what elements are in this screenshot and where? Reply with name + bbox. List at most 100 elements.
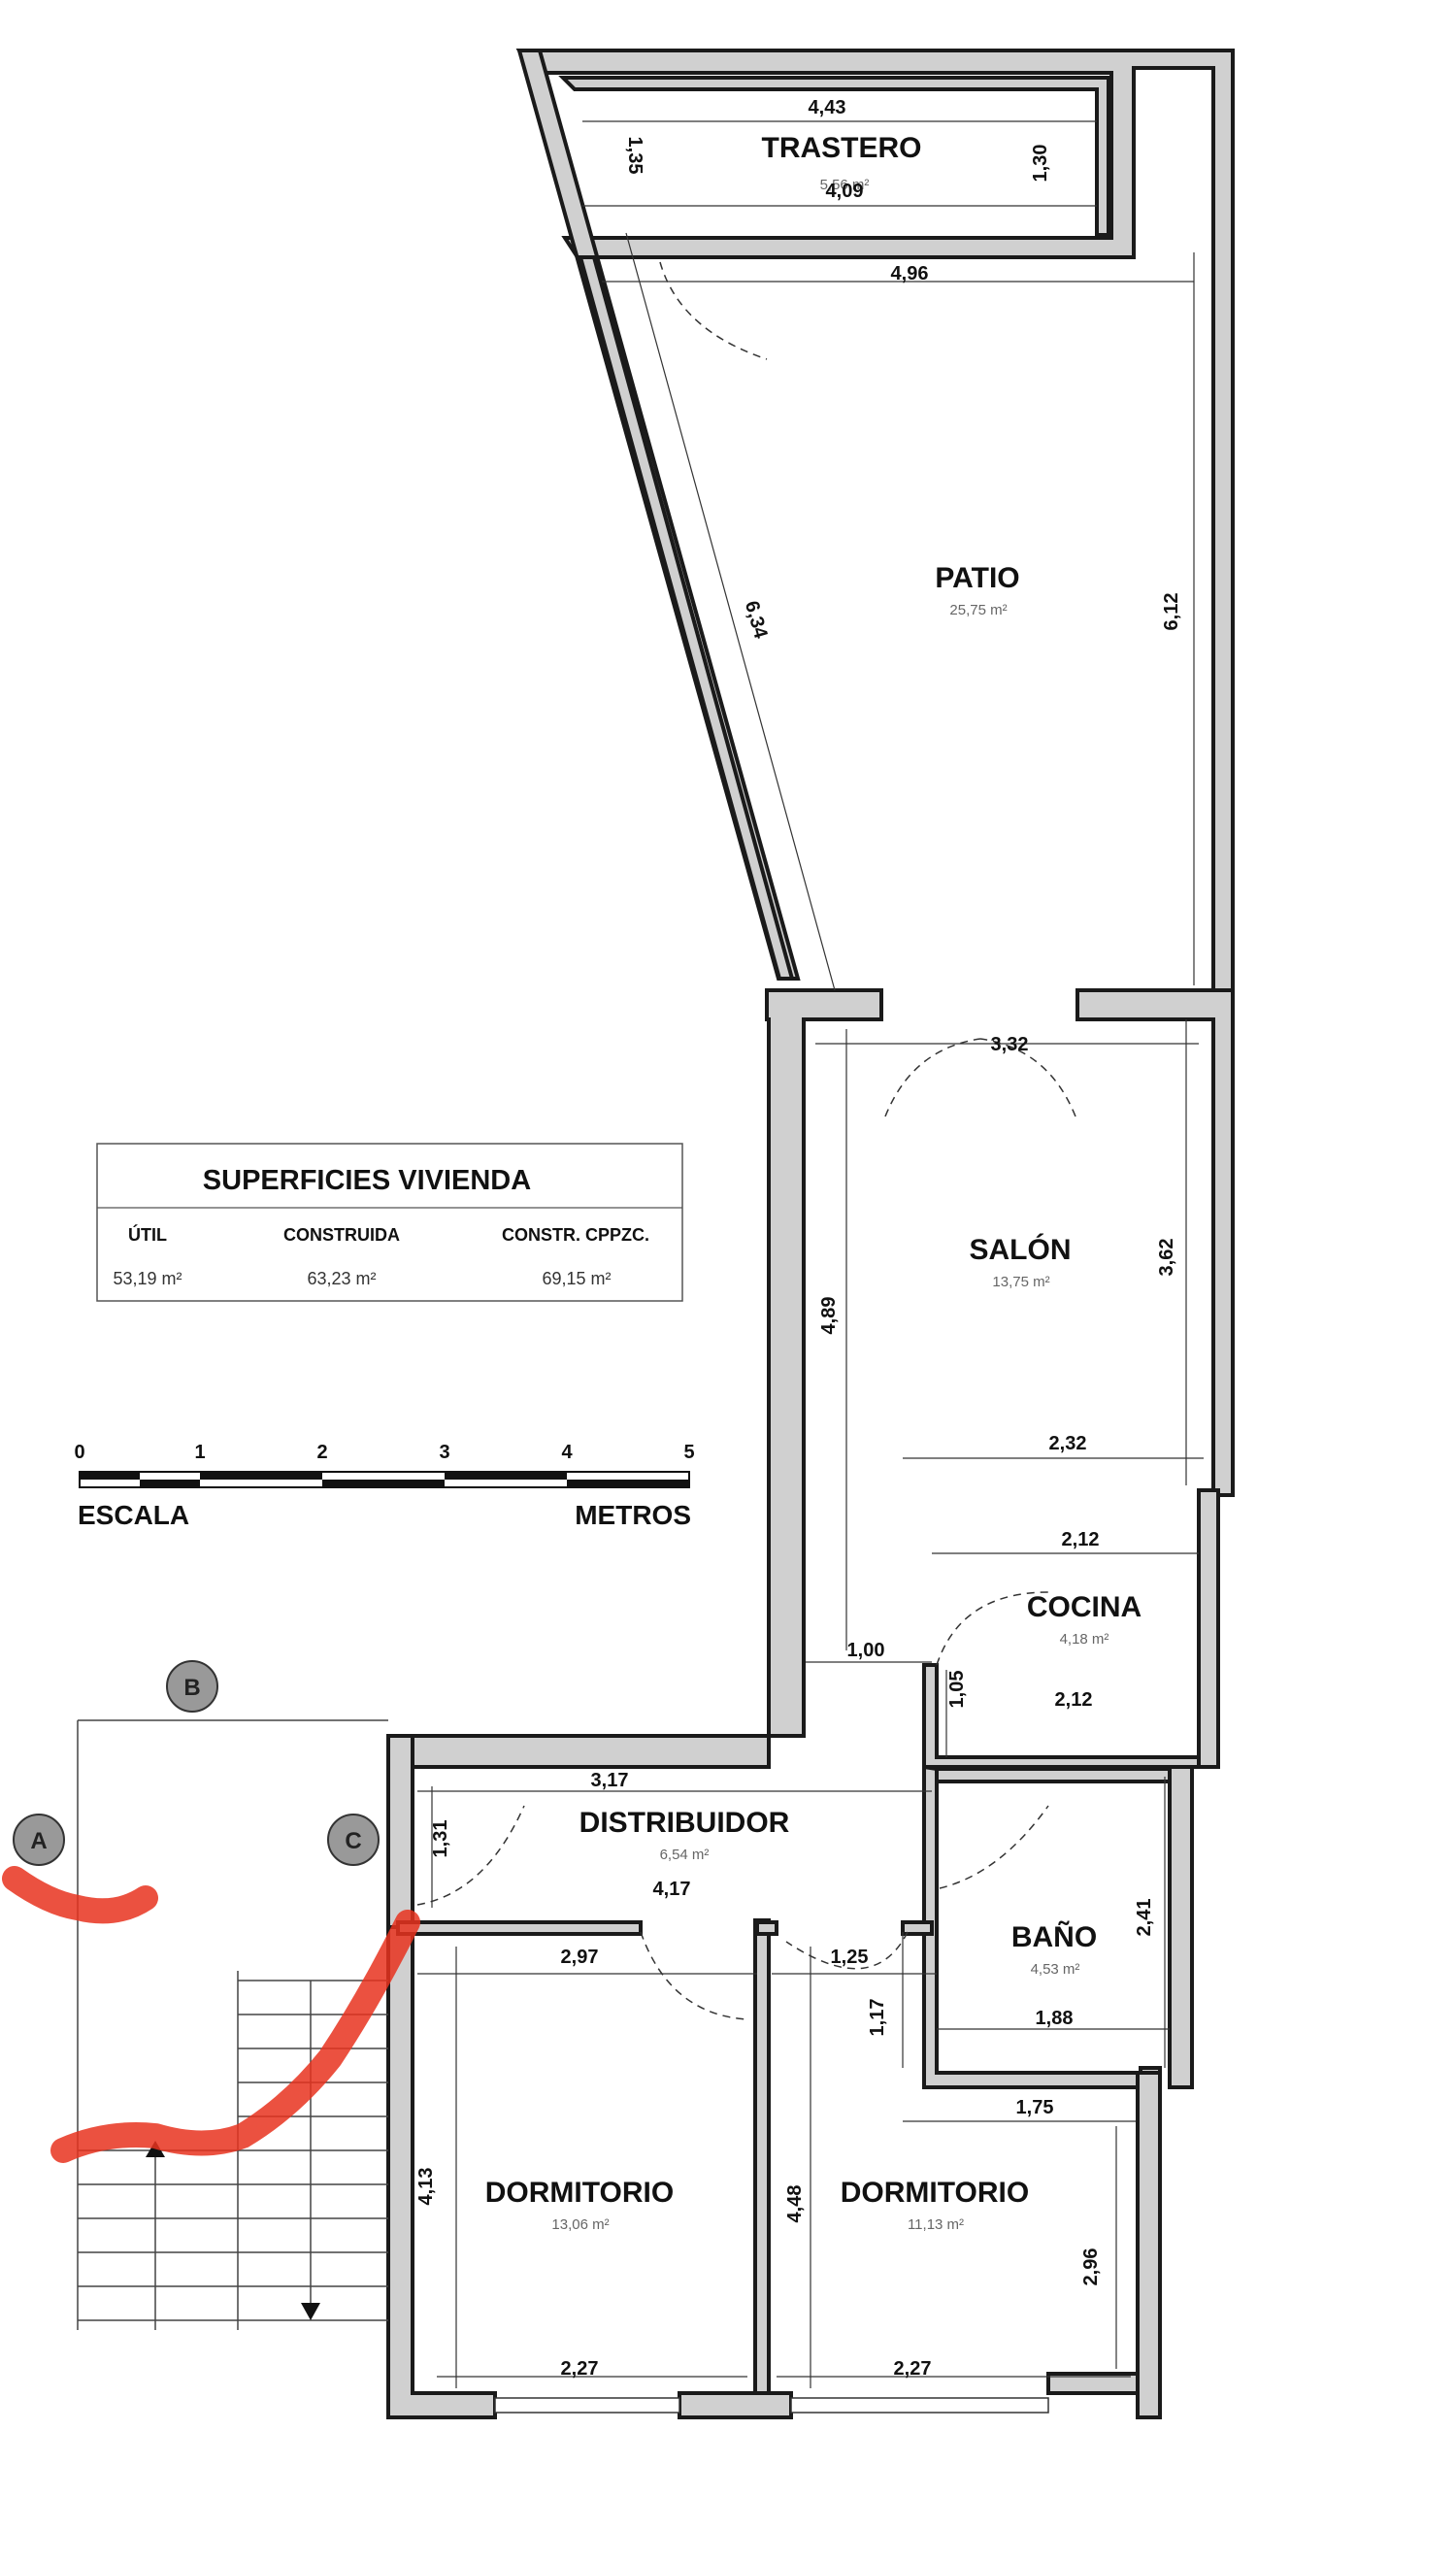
room-dormitorio-1-area: 13,06 m²	[551, 2216, 609, 2233]
room-dormitorio-2-name: DORMITORIO	[841, 2177, 1029, 2209]
wall-patio-west-inner	[578, 255, 795, 981]
scale-tick: 0	[74, 1442, 84, 1463]
dim-label: 4,89	[818, 1297, 840, 1335]
marker-c-label: C	[345, 1828, 361, 1854]
marker-c-circle	[327, 1814, 380, 1866]
scale-left-label: ESCALA	[78, 1500, 189, 1530]
marker-a-label: A	[30, 1828, 47, 1854]
dim-label: 1,25	[831, 1947, 869, 1968]
door-dormitorio-2	[785, 1931, 909, 1970]
walls	[386, 49, 1235, 2419]
door-dormitorio-1	[640, 1931, 748, 2020]
dim-label: 2,27	[894, 2358, 932, 2380]
room-cocina-name: COCINA	[1027, 1591, 1142, 1623]
marker-b-label: B	[183, 1675, 200, 1701]
scale-right-label: METROS	[575, 1500, 691, 1530]
room-salon-name: SALÓN	[970, 1233, 1072, 1266]
wall-bath-east	[1168, 1760, 1194, 2089]
door-salon-right	[979, 1038, 1076, 1117]
dim-label: 2,96	[1080, 2248, 1102, 2286]
marker-a-circle	[13, 1814, 65, 1866]
dim-label: 2,97	[561, 1947, 599, 1968]
scale-tick: 1	[194, 1442, 205, 1463]
room-cocina-area: 4,18 m²	[1060, 1631, 1109, 1648]
surfaces-value: 69,15 m²	[542, 1269, 611, 1288]
dim-label: 1,00	[847, 1640, 885, 1661]
wall-bath-north	[923, 1765, 1172, 1783]
wall-dormitorio-east	[1136, 2071, 1162, 2419]
dim-label: 1,31	[430, 1820, 451, 1858]
scale-bar: 0 1 2 3 4 5 ESCALA METROS	[74, 1442, 694, 1530]
dim-label: 2,32	[1049, 1433, 1087, 1454]
dim-label: 1,35	[624, 137, 645, 175]
dim-label: 1,75	[1016, 2097, 1054, 2118]
wall-dormitorio-north	[396, 1920, 643, 1936]
dim-label: 6,34	[741, 599, 772, 642]
surfaces-header: CONSTR. CPPZC.	[502, 1225, 649, 1245]
marker-b-circle	[166, 1660, 218, 1713]
surfaces-table: SUPERFICIES VIVIENDA ÚTIL CONSTRUIDA CON…	[96, 1143, 683, 1302]
wall-trastero-inner	[558, 76, 1110, 237]
dimension-lines	[417, 120, 1204, 2388]
room-labels: TRASTERO 5,56 m² PATIO 25,75 m² SALÓN 13…	[485, 132, 1142, 2233]
dim-label: 1,88	[1036, 2008, 1074, 2029]
wall-north	[515, 49, 1235, 994]
door-salon-left	[884, 1038, 981, 1117]
wall-dormitorio-divider	[753, 1918, 771, 2395]
dim-label: 4,43	[809, 97, 846, 118]
dim-label: 2,12	[1062, 1529, 1100, 1550]
markers: B A C	[13, 1660, 380, 1866]
dim-label: 1,30	[1030, 145, 1051, 183]
window-dormitorio-2	[790, 2397, 1049, 2414]
room-bano-area: 4,53 m²	[1031, 1961, 1080, 1978]
dim-label: 6,12	[1161, 593, 1182, 631]
room-trastero-name: TRASTERO	[762, 132, 922, 164]
room-distribuidor-name: DISTRIBUIDOR	[579, 1807, 790, 1839]
scale-tick: 2	[316, 1442, 327, 1463]
wall-distribuidor-west	[386, 1734, 414, 1929]
door-cocina	[936, 1591, 1049, 1666]
room-dormitorio-1-name: DORMITORIO	[485, 2177, 674, 2209]
dimension-labels: 4,43 1,35 1,30 4,09 4,96 6,34 6,12 3,32 …	[415, 97, 1182, 2380]
surfaces-value: 53,19 m²	[113, 1269, 182, 1288]
dim-label: 4,13	[415, 2168, 437, 2206]
wall-salon-north-right	[1075, 988, 1235, 1497]
surfaces-table-frame	[96, 1143, 683, 1302]
room-dormitorio-2-area: 11,13 m²	[908, 2216, 964, 2233]
room-patio-area: 25,75 m²	[949, 602, 1007, 618]
dim-label: 1,05	[946, 1671, 968, 1709]
stairs-down-arrow	[301, 2303, 320, 2320]
scale-tick: 3	[439, 1442, 449, 1463]
surfaces-table-title: SUPERFICIES VIVIENDA	[203, 1165, 531, 1196]
window-dormitorio-1	[494, 2397, 680, 2414]
dim-label: 4,17	[653, 1879, 691, 1900]
door-trastero	[659, 261, 768, 360]
wall-dormitorio-south-mid	[678, 2391, 793, 2419]
surfaces-header: CONSTRUIDA	[283, 1225, 400, 1245]
dim-label: 1,17	[867, 1999, 888, 2037]
surfaces-header: ÚTIL	[128, 1224, 167, 1245]
dim-label: 2,12	[1055, 1689, 1093, 1711]
wall-kitchen-east	[1197, 1488, 1220, 1769]
room-patio-name: PATIO	[935, 562, 1019, 594]
dim-label: 4,09	[826, 181, 864, 202]
dim-label: 3,32	[991, 1034, 1029, 1055]
wall-salon-north-left	[386, 988, 883, 1769]
room-distribuidor-area: 6,54 m²	[660, 1847, 710, 1863]
scale-tick: 5	[683, 1442, 694, 1463]
dim-label: 2,27	[561, 2358, 599, 2380]
wall-dormitorio-outer	[386, 1925, 497, 2419]
dim-label: 4,96	[891, 263, 929, 284]
room-salon-area: 13,75 m²	[992, 1274, 1049, 1290]
dim-label: 3,62	[1156, 1239, 1177, 1277]
red-scribble	[2, 1866, 420, 2163]
room-bano-name: BAÑO	[1011, 1920, 1097, 1953]
wall-dormitorio-north-3	[901, 1920, 934, 1936]
door-bano	[939, 1805, 1049, 1889]
room-trastero-area: 5,56 m²	[820, 177, 870, 193]
wall-dormitorio-north-2	[755, 1920, 778, 1936]
dim-label: 2,41	[1134, 1899, 1155, 1937]
surfaces-value: 63,23 m²	[307, 1269, 376, 1288]
doors	[416, 261, 1076, 2020]
